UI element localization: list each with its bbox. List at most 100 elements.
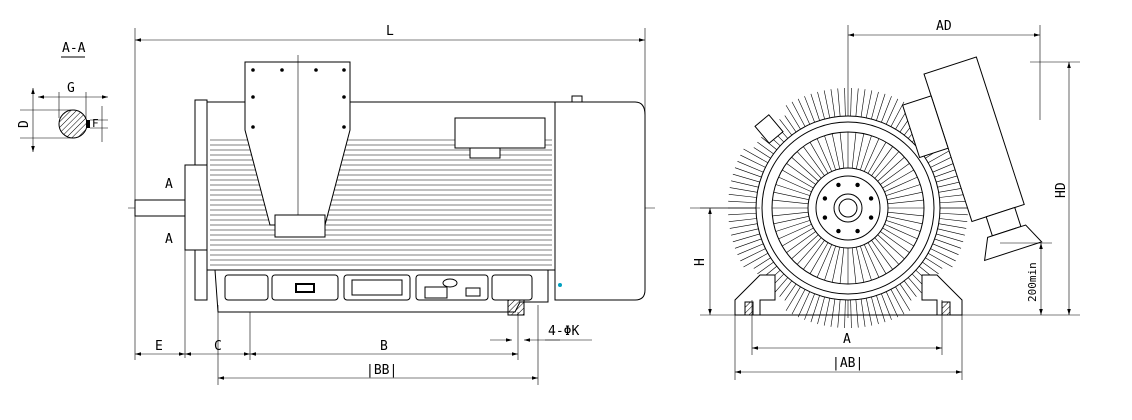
- fin: [791, 289, 806, 315]
- fin: [939, 212, 968, 216]
- clearance-label: 200min: [1026, 262, 1039, 302]
- fin: [890, 289, 905, 315]
- rib: [809, 242, 829, 274]
- shaft-end: [833, 193, 863, 223]
- rib: [796, 151, 822, 179]
- bolt: [868, 196, 874, 201]
- l-label: L: [386, 24, 394, 39]
- fin: [903, 280, 917, 297]
- fin: [817, 296, 825, 325]
- holes-label: 4-ΦK: [548, 324, 579, 339]
- rib: [775, 220, 811, 232]
- rib: [877, 156, 905, 182]
- fin: [734, 167, 762, 178]
- fin: [885, 98, 899, 125]
- fin: [908, 277, 922, 293]
- fin: [934, 238, 962, 249]
- fin: [729, 187, 758, 193]
- section-mark-top: A: [165, 177, 173, 192]
- rib: [851, 132, 857, 169]
- rib: [786, 163, 816, 185]
- fin: [784, 283, 797, 301]
- rib: [884, 223, 918, 240]
- rib: [882, 169, 914, 189]
- fin: [860, 299, 866, 327]
- end-view: AD H HD: [690, 19, 1080, 380]
- rib: [786, 231, 816, 253]
- fin: [830, 299, 836, 327]
- fin: [797, 291, 811, 318]
- rib: [839, 247, 845, 284]
- h-label: H: [693, 258, 708, 266]
- rib: [863, 138, 880, 172]
- rib: [885, 184, 921, 196]
- shaft: [134, 199, 186, 217]
- rib: [773, 216, 809, 225]
- fin: [785, 105, 801, 130]
- rib: [887, 211, 924, 217]
- fin: [936, 233, 964, 243]
- rib: [882, 227, 914, 247]
- rib: [856, 133, 865, 169]
- bb-label: |BB|: [366, 363, 397, 378]
- fin: [757, 141, 774, 155]
- fin: [728, 212, 757, 216]
- fin: [925, 257, 943, 269]
- fin: [797, 98, 811, 125]
- rib: [867, 142, 887, 174]
- fin: [865, 298, 873, 326]
- fin: [837, 88, 841, 117]
- fin: [865, 90, 873, 118]
- fin: [823, 298, 831, 326]
- fin: [899, 283, 912, 301]
- fin: [890, 101, 905, 127]
- rib: [778, 176, 812, 193]
- section-mark-bottom: A: [165, 232, 173, 247]
- rib: [772, 199, 809, 205]
- fin: [850, 299, 852, 328]
- rib: [796, 237, 822, 265]
- rib: [803, 240, 825, 270]
- rib: [782, 169, 814, 189]
- fin: [850, 88, 852, 117]
- rib: [775, 184, 811, 196]
- rib: [824, 135, 836, 171]
- foot-left: [734, 274, 776, 316]
- rib: [778, 223, 812, 240]
- bolt: [868, 215, 874, 220]
- rib: [887, 216, 923, 225]
- fin: [939, 218, 968, 222]
- ab-label: |AB|: [832, 356, 863, 371]
- rib: [887, 199, 924, 205]
- fin: [743, 148, 769, 164]
- rib: [816, 244, 833, 278]
- fin: [737, 161, 764, 173]
- fin: [810, 295, 820, 323]
- rib: [885, 220, 921, 232]
- rib: [851, 247, 857, 284]
- fin: [837, 299, 841, 328]
- fin: [844, 299, 846, 328]
- fin: [810, 93, 820, 121]
- fin: [779, 119, 793, 136]
- fin: [732, 233, 760, 243]
- rib: [831, 247, 840, 283]
- rib: [877, 234, 905, 260]
- rib: [874, 151, 900, 179]
- fin: [774, 277, 788, 293]
- rib: [803, 146, 825, 176]
- fin: [785, 286, 801, 311]
- fin: [844, 88, 846, 117]
- fin: [743, 252, 769, 268]
- c-label: C: [214, 339, 222, 354]
- fin: [930, 248, 956, 262]
- rib: [871, 146, 893, 176]
- d-label: D: [17, 120, 32, 128]
- rib: [772, 211, 809, 217]
- fin: [871, 91, 879, 120]
- a-label: A: [843, 332, 851, 347]
- fin: [753, 257, 771, 269]
- ad-label: AD: [936, 19, 952, 34]
- side-view: L A A: [128, 24, 655, 385]
